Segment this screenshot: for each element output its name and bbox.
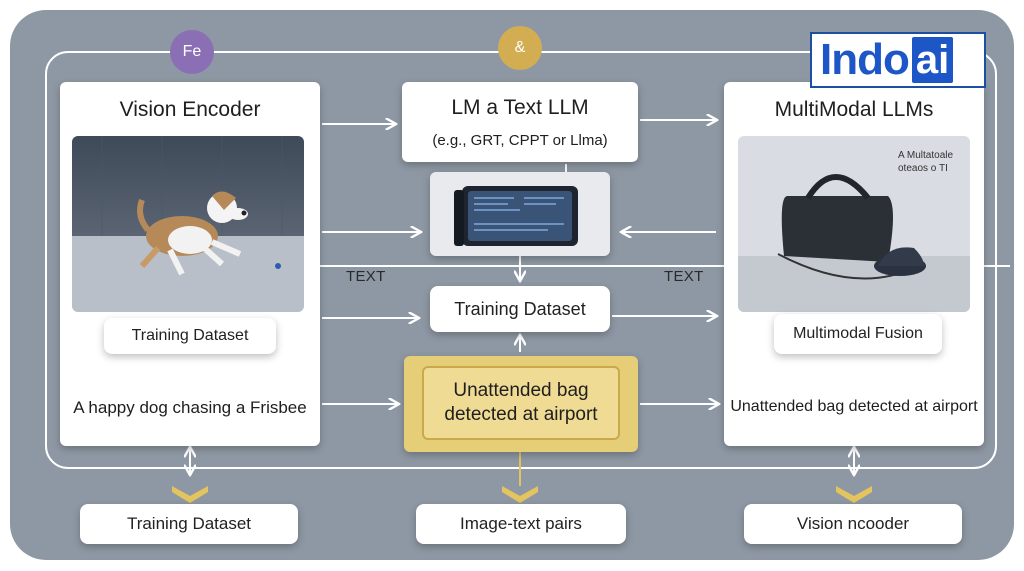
highlight-outer: Unattended bag detected at airport	[404, 356, 638, 452]
device-card	[430, 172, 610, 256]
vision-dataset-label: Training Dataset	[104, 318, 276, 354]
multimodal-title: MultiModal LLMs	[774, 98, 934, 121]
bottom-training-dataset: Training Dataset	[80, 504, 298, 544]
logo-brand: Indo	[820, 35, 910, 84]
text-llm-title: LM a Text LLM	[451, 96, 589, 119]
multimodal-fusion-label: Multimodal Fusion	[774, 314, 942, 354]
gold-badge-icon: &	[498, 26, 542, 70]
bottom-vision-encoder: Vision ncooder	[744, 504, 962, 544]
center-training-dataset: Training Dataset	[430, 286, 610, 332]
purple-badge-icon: Fe	[170, 30, 214, 74]
vision-caption: A happy dog chasing a Frisbee	[73, 398, 307, 417]
text-llm-subtitle: (e.g., GRT, CPPT or Llma)	[432, 132, 608, 149]
bag-caption-line1: A Multatoale	[898, 150, 954, 161]
tablet-image	[454, 186, 578, 246]
bag-caption-line2: oteaos o TI	[898, 163, 948, 174]
multimodal-caption: Unattended bag detected at airport	[730, 398, 978, 415]
vision-encoder-title: Vision Encoder	[119, 98, 261, 121]
logo-brand-suffix: ai	[911, 37, 954, 83]
bag-image	[738, 136, 970, 312]
text-llm-card: LM a Text LLM (e.g., GRT, CPPT or Llma)	[402, 82, 638, 162]
dog-image	[72, 136, 304, 312]
text-label-right: TEXT	[664, 268, 704, 285]
highlight-text: Unattended bag detected at airport	[422, 366, 620, 440]
indoai-logo: Indo ai	[810, 32, 986, 88]
bottom-image-text-pairs: Image-text pairs	[416, 504, 626, 544]
badge-glyph: &	[514, 39, 526, 56]
text-label-left: TEXT	[346, 268, 386, 285]
badge-glyph: Fe	[182, 43, 202, 60]
